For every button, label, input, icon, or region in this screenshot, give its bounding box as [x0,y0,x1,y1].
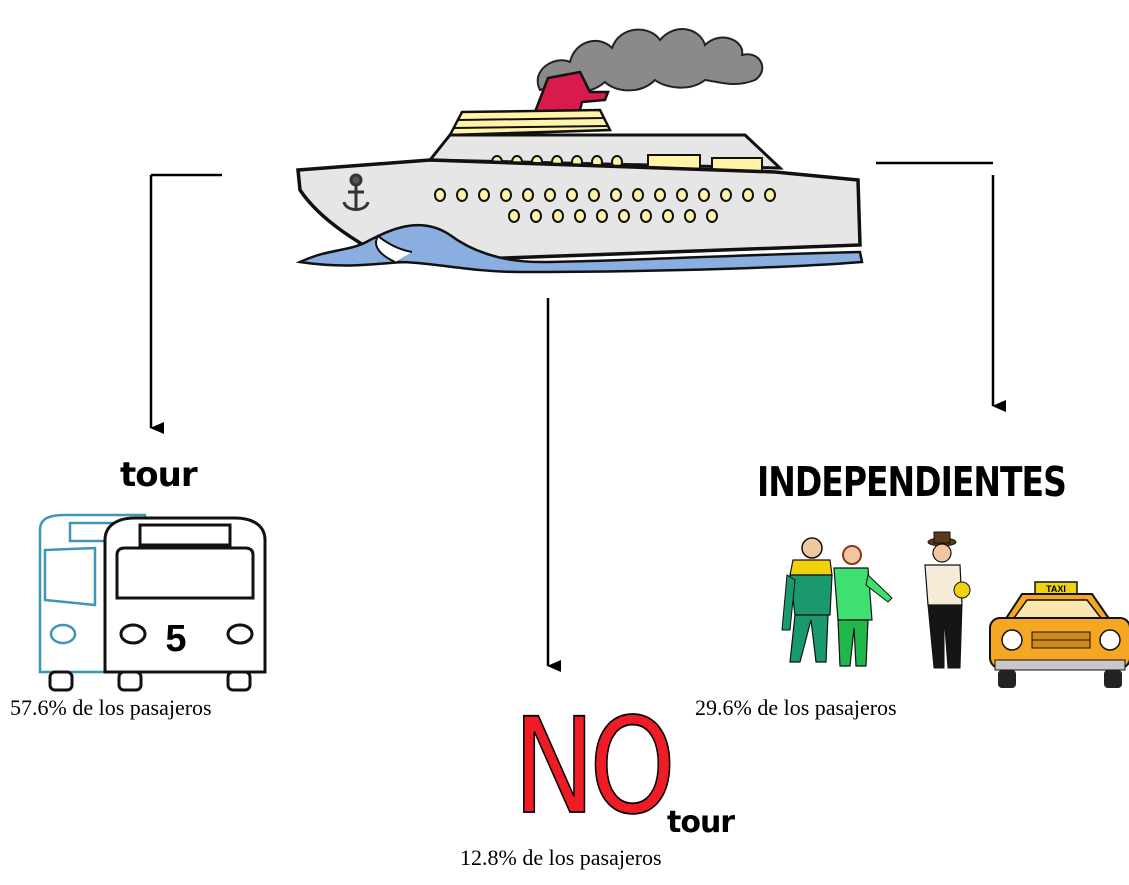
independientes-title: INDEPENDIENTES [757,457,1066,506]
taxi-icon: TAXI [990,582,1129,688]
no-tour-caption: 12.8% de los pasajeros [460,845,662,871]
connector-left [151,175,222,428]
connector-right [876,163,993,406]
taxi-sign-text: TAXI [1046,584,1066,594]
no-big-title: NO [513,689,670,843]
tour-title: tour [120,455,197,495]
bus-icon: 5 [40,515,265,690]
tour-caption: 57.6% de los pasajeros [10,695,212,721]
bus-number: 5 [165,618,186,660]
independientes-caption: 29.6% de los pasajeros [695,695,897,721]
people-icon [782,532,970,668]
cruise-ship-icon [298,29,862,272]
no-tour-subtitle: tour [667,805,734,840]
